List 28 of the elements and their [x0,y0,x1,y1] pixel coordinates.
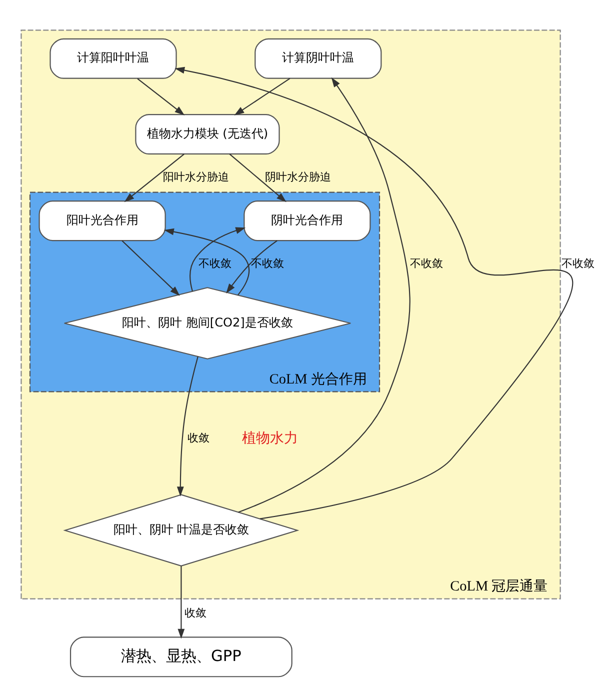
node-box: 潜热、显热、GPP [70,636,292,677]
edge-label: 不收敛 [198,256,232,270]
arrow [174,66,573,519]
label: 植物水力 [242,430,298,446]
arrow [238,76,410,512]
arrow [124,153,184,202]
arrow [164,228,250,295]
edge-label: 阳叶水分胁迫 [162,170,229,183]
node-box: 计算阴叶叶温 [254,38,382,78]
arrow [122,240,180,296]
edge-label: 不收敛 [561,256,594,270]
edge-label: 阴叶水分胁迫 [264,170,331,183]
edge-label: 不收敛 [251,256,284,270]
arrow [229,153,286,202]
arrow [226,240,278,294]
arrow [190,226,246,291]
edge-label: 收敛 [188,431,210,444]
node-box: 阴叶光合作用 [244,200,371,241]
edge-label: 不收敛 [410,256,444,270]
arrow [137,78,185,115]
node-box: 计算阳叶叶温 [50,38,177,78]
arrow [234,77,290,115]
node-box: 阳叶光合作用 [38,200,166,241]
node-box: 植物水力模块 (无迭代) [135,113,280,154]
node-diamond: 阳叶、阴叶 叶温是否收敛 [63,494,300,566]
edge-label: 收敛 [184,606,206,619]
arrow [178,566,185,638]
arrow [176,356,198,496]
